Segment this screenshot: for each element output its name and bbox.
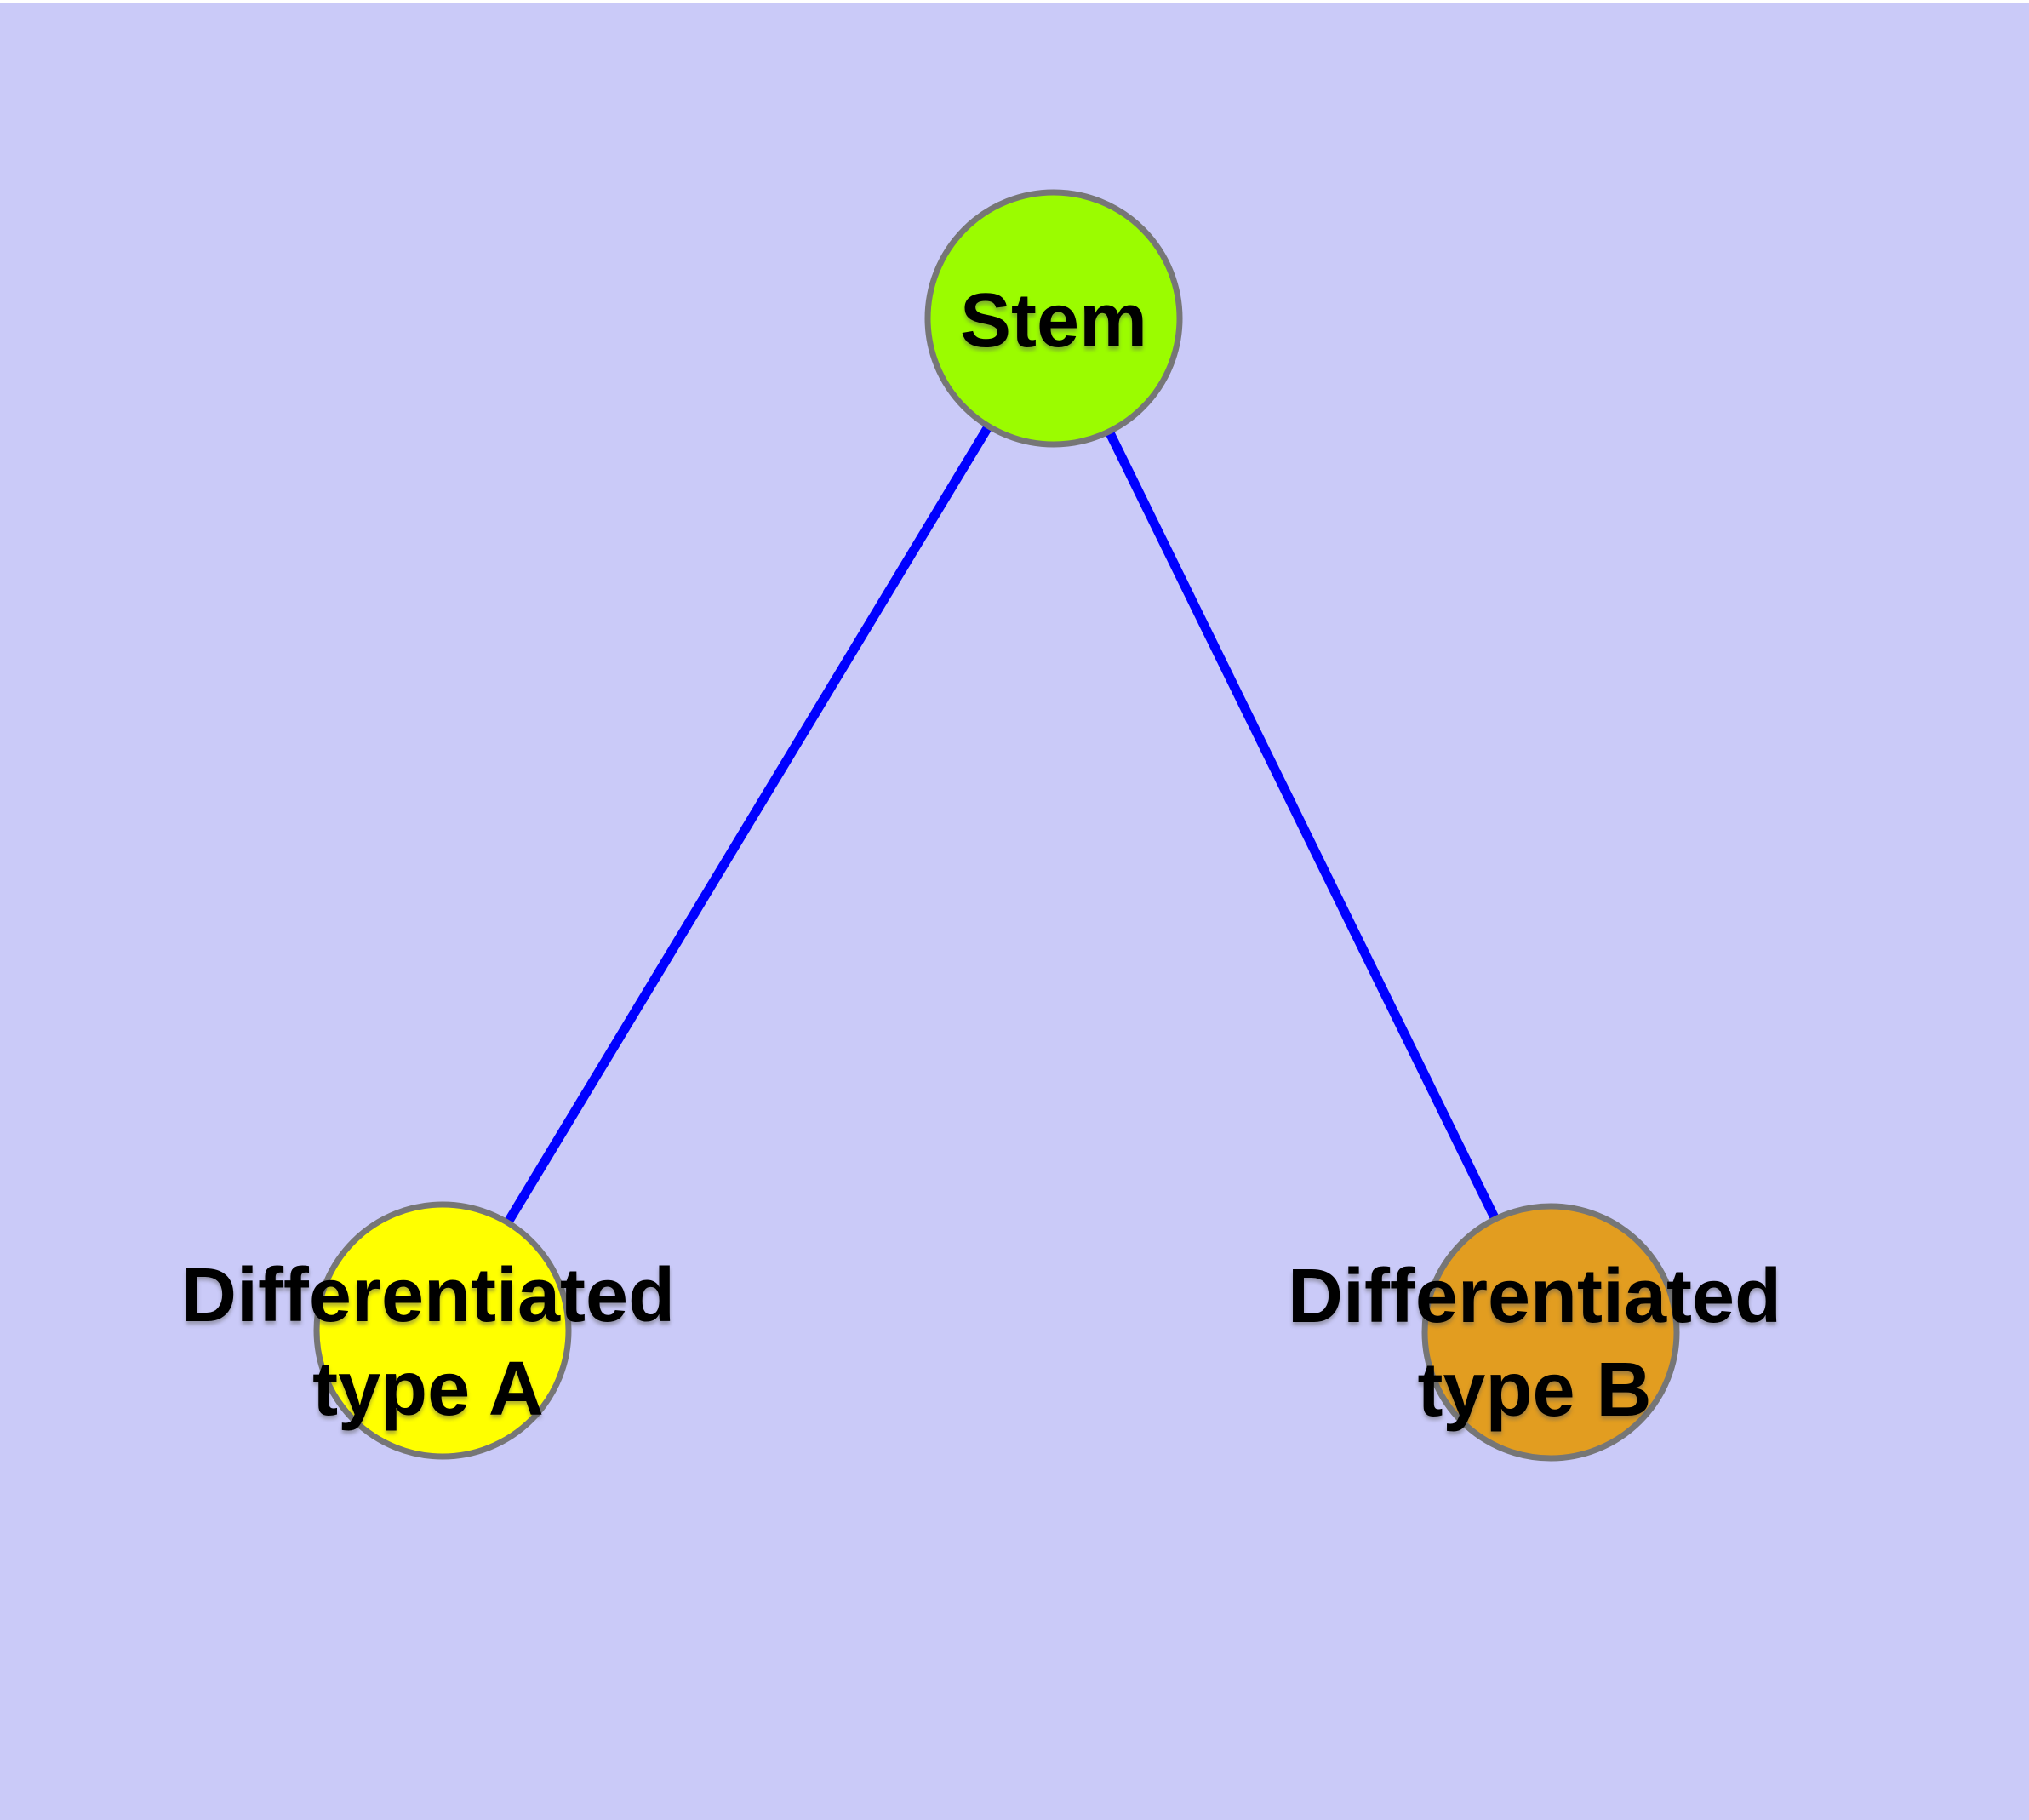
node-diff-b-label: Differentiated type B <box>1288 1250 1781 1437</box>
top-white-strip <box>0 0 2029 3</box>
edge-stem-to-diff-a <box>438 316 1058 1333</box>
node-diff-a-label-line1: Differentiated <box>180 1253 676 1338</box>
edge-stem-to-diff-b <box>1049 316 1555 1335</box>
node-stem-label: Stem <box>960 274 1147 368</box>
node-diff-b-circle <box>1421 1203 1680 1462</box>
node-diff-b-label-line1: Differentiated <box>1287 1254 1782 1339</box>
node-diff-b-label-line2: type B <box>1417 1348 1652 1433</box>
node-stem-label-text: Stem <box>959 278 1148 363</box>
node-stem-circle <box>924 189 1183 448</box>
node-diff-a-label: Differentiated type A <box>181 1249 675 1436</box>
node-diff-a-circle <box>313 1201 572 1460</box>
node-diff-a-label-line2: type A <box>312 1347 544 1432</box>
